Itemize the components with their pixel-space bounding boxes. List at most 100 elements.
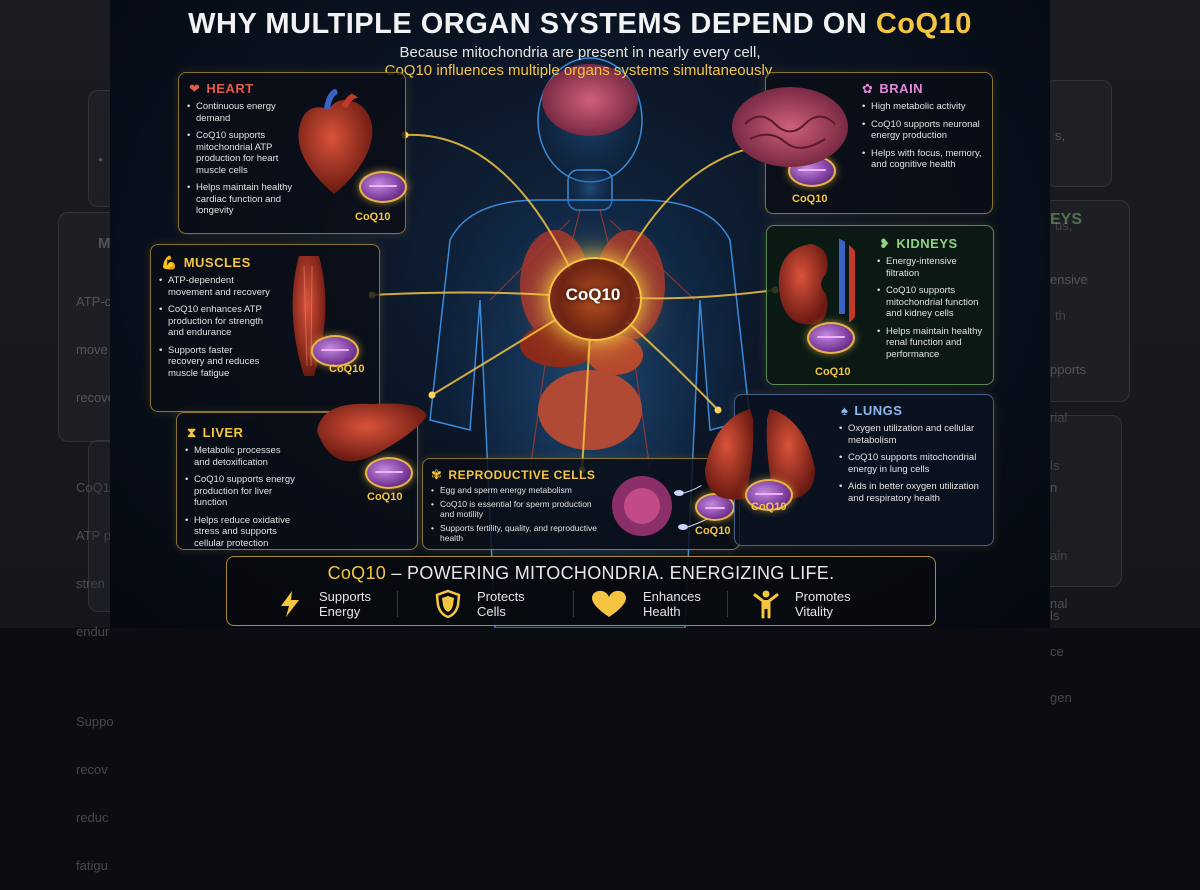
coq10-center-orb	[548, 257, 642, 341]
coq10-center-label: CoQ10	[565, 285, 621, 304]
card-heart: ❤HEART Continuous energy demand CoQ10 su…	[178, 72, 407, 234]
ghost-kidneys-label: EYS	[1050, 211, 1083, 228]
list-item: Helps with focus, memory, and cognitive …	[862, 148, 986, 171]
body-stomach	[587, 335, 643, 375]
coq10-tag: CoQ10	[695, 525, 731, 537]
card-brain-title: ✿BRAIN	[862, 81, 924, 96]
shield-icon	[435, 589, 461, 619]
person-raised-arms-icon	[753, 590, 779, 619]
list-item: Supports fertility, quality, and reprodu…	[431, 523, 607, 543]
list-item: Continuous energy demand	[187, 101, 299, 124]
coq10-tag: CoQ10	[815, 366, 851, 378]
card-heart-bullets: Continuous energy demand CoQ10 supports …	[187, 101, 299, 223]
card-lungs-bullets: Oxygen utilization and cellular metaboli…	[839, 423, 979, 510]
connector-lines	[371, 133, 776, 471]
ghost-panel-kidneys	[1040, 200, 1130, 402]
list-item: Egg and sperm energy metabolism	[431, 485, 607, 495]
ghost-panel-lungs	[1040, 415, 1122, 587]
list-item: CoQ10 supports mitochondrial ATP product…	[187, 130, 299, 176]
list-item: CoQ10 supports mitochondrial function an…	[877, 285, 989, 320]
list-item: ATP-dependent movement and recovery	[159, 275, 271, 298]
card-kidneys-bullets: Energy-intensive filtration CoQ10 suppor…	[877, 256, 989, 366]
mitochondria-icon	[745, 479, 793, 511]
list-item: Supports faster recovery and reduces mus…	[159, 345, 271, 380]
heart-icon	[591, 590, 627, 617]
coq10-tag: CoQ10	[751, 501, 787, 513]
card-lungs: ♠LUNGS Oxygen utilization and cellular m…	[705, 394, 994, 546]
subtitle-line-1: Because mitochondria are present in near…	[399, 44, 761, 61]
brain-organ-image	[732, 87, 848, 167]
card-muscles-bullets: ATP-dependent movement and recovery CoQ1…	[159, 275, 271, 385]
list-item: CoQ10 is essential for sperm production …	[431, 499, 607, 519]
card-liver-bullets: Metabolic processes and detoxification C…	[185, 445, 299, 555]
coq10-tag: CoQ10	[329, 363, 365, 375]
card-reproductive: ✾REPRODUCTIVE CELLS Egg and sperm energy…	[422, 458, 740, 550]
heart-icon: ❤	[189, 81, 201, 96]
background-left	[0, 0, 120, 628]
ghost-kidneys-lines: ensive pports rial ls ain nal ce	[1050, 272, 1088, 659]
divider	[727, 591, 728, 617]
liver-organ-image	[317, 403, 427, 462]
divider	[573, 591, 574, 617]
ghost-muscles-label: M	[98, 235, 111, 252]
mitochondria-icon	[359, 171, 407, 203]
ghost-lungs-lines: n ls gen	[1050, 480, 1072, 705]
list-item: Energy-intensive filtration	[877, 256, 989, 279]
lungs-icon: ♠	[841, 403, 849, 418]
mitochondria-icon	[807, 322, 855, 354]
infographic: CoQ10 WHY MULTIPLE ORGAN SYSTEMS DEPEND …	[110, 0, 1050, 628]
mitochondria-icon	[311, 335, 359, 367]
card-reproductive-title: ✾REPRODUCTIVE CELLS	[431, 467, 596, 482]
kidney-icon: ❥	[879, 236, 891, 251]
ghost-panel-top-right	[1045, 80, 1112, 187]
list-item: CoQ10 supports energy production for liv…	[185, 474, 299, 509]
coq10-tag: CoQ10	[792, 193, 828, 205]
egg-cell-image	[612, 476, 672, 536]
list-item: CoQ10 supports neuronal energy productio…	[862, 119, 986, 142]
divider	[397, 591, 398, 617]
footer-tagline: CoQ10 – POWERING MITOCHONDRIA. ENERGIZIN…	[327, 563, 835, 583]
lungs-organ-image	[705, 409, 815, 500]
page-title: WHY MULTIPLE ORGAN SYSTEMS DEPEND ON CoQ…	[188, 8, 972, 40]
body-brain	[542, 64, 638, 136]
lightning-icon	[281, 591, 299, 617]
card-brain-bullets: High metabolic activity CoQ10 supports n…	[862, 101, 986, 177]
card-heart-title: ❤HEART	[189, 81, 254, 96]
background-right	[1050, 0, 1200, 628]
footer-banner: CoQ10 – POWERING MITOCHONDRIA. ENERGIZIN…	[226, 556, 936, 626]
mitochondria-icon	[365, 457, 413, 489]
subtitle-line-2: CoQ10 influences multiple organs systems…	[384, 62, 776, 79]
card-reproductive-bullets: Egg and sperm energy metabolism CoQ10 is…	[431, 485, 607, 547]
list-item: Helps maintain healthy cardiac function …	[187, 182, 299, 217]
list-item: CoQ10 enhances ATP production for streng…	[159, 304, 271, 339]
ghost-bullet: •	[98, 152, 103, 167]
list-item: High metabolic activity	[862, 101, 986, 113]
brain-icon: ✿	[862, 81, 874, 96]
ghost-right-lines: s, us, th	[1055, 128, 1073, 323]
list-item: Metabolic processes and detoxification	[185, 445, 299, 468]
kidney-organ-image	[778, 234, 855, 325]
card-muscles: 💪MUSCLES ATP-dependent movement and reco…	[150, 244, 380, 412]
list-item: Oxygen utilization and cellular metaboli…	[839, 423, 979, 446]
coq10-tag: CoQ10	[355, 211, 391, 223]
card-kidneys: ❥KIDNEYS Energy-intensive filtration CoQ…	[766, 225, 994, 385]
card-muscles-title: 💪MUSCLES	[161, 255, 251, 270]
body-intestines	[538, 370, 642, 450]
coq10-tag: CoQ10	[367, 491, 403, 503]
heart-organ-image	[298, 89, 373, 194]
card-liver-title: ⧗LIVER	[187, 425, 244, 440]
list-item: Helps reduce oxidative stress and suppor…	[185, 515, 299, 550]
list-item: Helps maintain healthy renal function an…	[877, 326, 989, 361]
cells-icon: ✾	[431, 467, 443, 482]
title-accent: CoQ10	[875, 8, 972, 40]
flexed-arm-icon: 💪	[161, 255, 178, 270]
list-item: CoQ10 supports mitochondrial energy in l…	[839, 452, 979, 475]
dna-icon: ⧗	[187, 425, 197, 440]
list-item: Aids in better oxygen utilization and re…	[839, 481, 979, 504]
card-kidneys-title: ❥KIDNEYS	[879, 236, 958, 251]
card-lungs-title: ♠LUNGS	[841, 403, 903, 418]
